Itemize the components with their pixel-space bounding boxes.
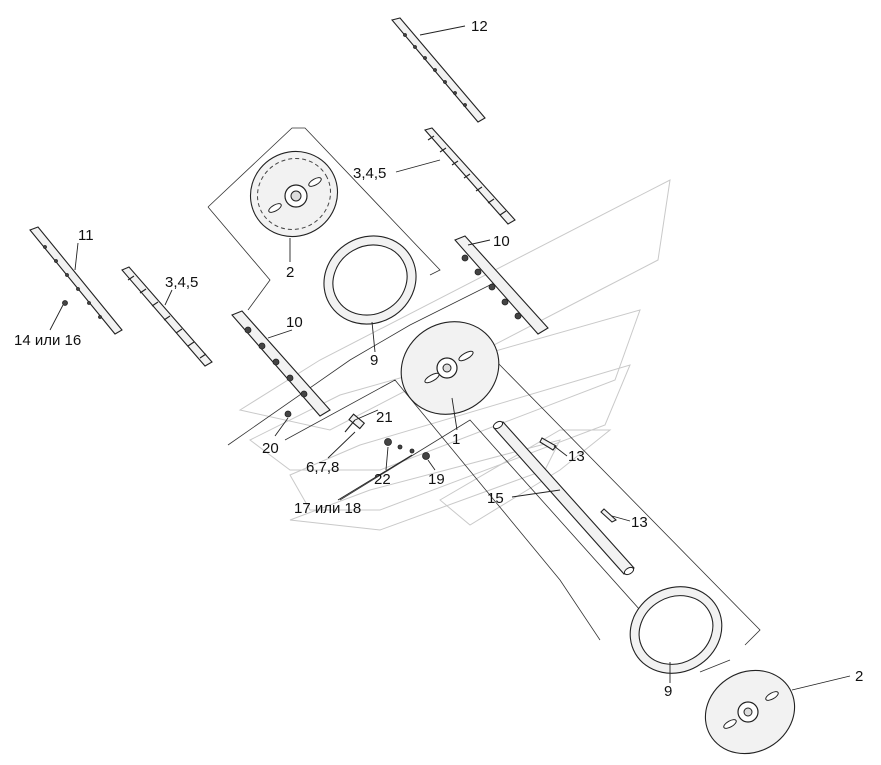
- callout-1: 1: [452, 431, 460, 448]
- callout-11: 11: [78, 227, 94, 244]
- callout-19: 19: [428, 471, 445, 488]
- part-15-shaft: [492, 420, 635, 576]
- callout-6-7-8: 6,7,8: [306, 459, 339, 476]
- callout-9-bottom: 9: [664, 683, 672, 700]
- callout-21: 21: [376, 409, 393, 426]
- part-1-main-disc: [400, 321, 500, 415]
- callout-10-right: 10: [493, 233, 510, 250]
- callout-9-top: 9: [370, 352, 378, 369]
- callout-2-bottom: 2: [855, 668, 863, 685]
- part-9-bottom-ring: [629, 586, 723, 674]
- callout-3-4-5-top: 3,4,5: [353, 165, 386, 182]
- callout-10-left: 10: [286, 314, 303, 331]
- callout-15: 15: [487, 490, 504, 507]
- part-3-4-5-top-strip: [424, 127, 516, 225]
- part-2-bottom-disc: [704, 669, 796, 755]
- hardware-parts: [62, 300, 617, 523]
- callout-14-or-16: 14 или 16: [14, 332, 81, 349]
- callout-17-or-18: 17 или 18: [294, 500, 361, 517]
- assembly-bracket-lines: [207, 127, 761, 673]
- part-10-right-holder: [454, 235, 549, 335]
- part-9-top-ring: [323, 235, 417, 325]
- callout-13-a: 13: [568, 448, 585, 465]
- part-10-left-holder: [231, 310, 331, 417]
- callout-2-top: 2: [286, 264, 294, 281]
- part-11-rail: [29, 226, 123, 335]
- callout-labels: 12 3,4,5 11 3,4,5 14 или 16 2 10 10 9 1 …: [14, 18, 863, 700]
- callout-3-4-5-left: 3,4,5: [165, 274, 198, 291]
- callout-13-b: 13: [631, 514, 648, 531]
- part-3-4-5-left-strip: [121, 266, 213, 367]
- callout-12: 12: [471, 18, 488, 35]
- part-2-top-disc: [249, 150, 339, 238]
- callout-22: 22: [374, 471, 391, 488]
- leader-lines: [49, 25, 851, 691]
- callout-20: 20: [262, 440, 279, 457]
- part-12-rail: [391, 17, 486, 123]
